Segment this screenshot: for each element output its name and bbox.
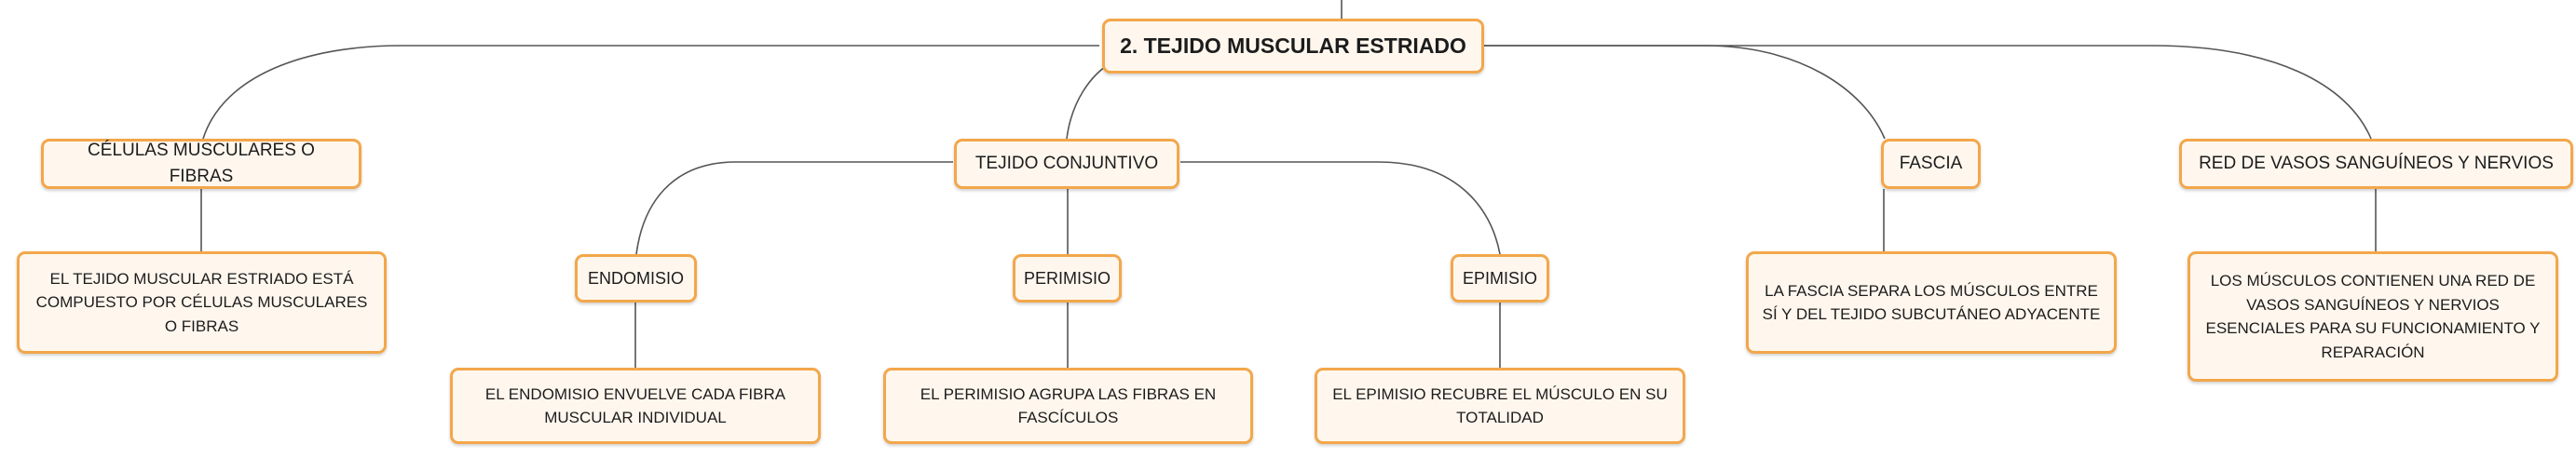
node-red-desc-text: LOS MÚSCULOS CONTIENEN UNA RED DE VASOS … bbox=[2205, 272, 2541, 361]
node-perimisio-label: PERIMISIO bbox=[1024, 268, 1111, 288]
node-fascia-label: FASCIA bbox=[1899, 153, 1963, 173]
node-endomisio-desc-text: EL ENDOMISIO ENVUELVE CADA FIBRA MUSCULA… bbox=[484, 384, 786, 427]
node-celulas-desc-text: EL TEJIDO MUSCULAR ESTRIADO ESTÁ COMPUES… bbox=[35, 269, 368, 335]
node-epimisio-label: EPIMISIO bbox=[1463, 268, 1538, 288]
node-celulas[interactable]: CÉLULAS MUSCULARES O FIBRAS bbox=[41, 139, 361, 189]
connector-conjuntivo-to-epimisio bbox=[1180, 161, 1501, 255]
node-root-label: 2. TEJIDO MUSCULAR ESTRIADO bbox=[1120, 34, 1466, 59]
connector-root-to-celulas bbox=[202, 45, 1099, 140]
connector-conjuntivo-to-endomisio bbox=[635, 161, 953, 255]
connector-root-to-fascia bbox=[1481, 45, 1886, 140]
node-fascia[interactable]: FASCIA bbox=[1881, 139, 1981, 189]
node-root[interactable]: 2. TEJIDO MUSCULAR ESTRIADO bbox=[1102, 19, 1484, 74]
node-conjuntivo-label: TEJIDO CONJUNTIVO bbox=[975, 153, 1159, 173]
node-red[interactable]: RED DE VASOS SANGUÍNEOS Y NERVIOS bbox=[2179, 139, 2573, 189]
node-endomisio[interactable]: ENDOMISIO bbox=[575, 254, 697, 303]
node-red-label: RED DE VASOS SANGUÍNEOS Y NERVIOS bbox=[2199, 153, 2554, 173]
node-epimisio-desc[interactable]: EL EPIMISIO RECUBRE EL MÚSCULO EN SU TOT… bbox=[1315, 368, 1685, 444]
node-red-desc[interactable]: LOS MÚSCULOS CONTIENEN UNA RED DE VASOS … bbox=[2188, 251, 2558, 382]
node-endomisio-desc[interactable]: EL ENDOMISIO ENVUELVE CADA FIBRA MUSCULA… bbox=[450, 368, 821, 444]
node-perimisio-desc-text: EL PERIMISIO AGRUPA LAS FIBRAS EN FASCÍC… bbox=[920, 384, 1217, 427]
node-conjuntivo[interactable]: TEJIDO CONJUNTIVO bbox=[954, 139, 1179, 189]
node-perimisio[interactable]: PERIMISIO bbox=[1013, 254, 1122, 303]
node-fascia-desc-text: LA FASCIA SEPARA LOS MÚSCULOS ENTRE SÍ Y… bbox=[1762, 281, 2101, 324]
node-epimisio-desc-text: EL EPIMISIO RECUBRE EL MÚSCULO EN SU TOT… bbox=[1332, 384, 1668, 427]
node-perimisio-desc[interactable]: EL PERIMISIO AGRUPA LAS FIBRAS EN FASCÍC… bbox=[883, 368, 1253, 444]
connector-root-to-red bbox=[1481, 45, 2372, 140]
node-celulas-label: CÉLULAS MUSCULARES O FIBRAS bbox=[88, 140, 315, 187]
node-endomisio-label: ENDOMISIO bbox=[588, 268, 685, 288]
connector-root-to-conjuntivo bbox=[1066, 61, 1114, 140]
node-celulas-desc[interactable]: EL TEJIDO MUSCULAR ESTRIADO ESTÁ COMPUES… bbox=[17, 251, 387, 354]
node-fascia-desc[interactable]: LA FASCIA SEPARA LOS MÚSCULOS ENTRE SÍ Y… bbox=[1746, 251, 2117, 354]
node-epimisio[interactable]: EPIMISIO bbox=[1451, 254, 1549, 303]
